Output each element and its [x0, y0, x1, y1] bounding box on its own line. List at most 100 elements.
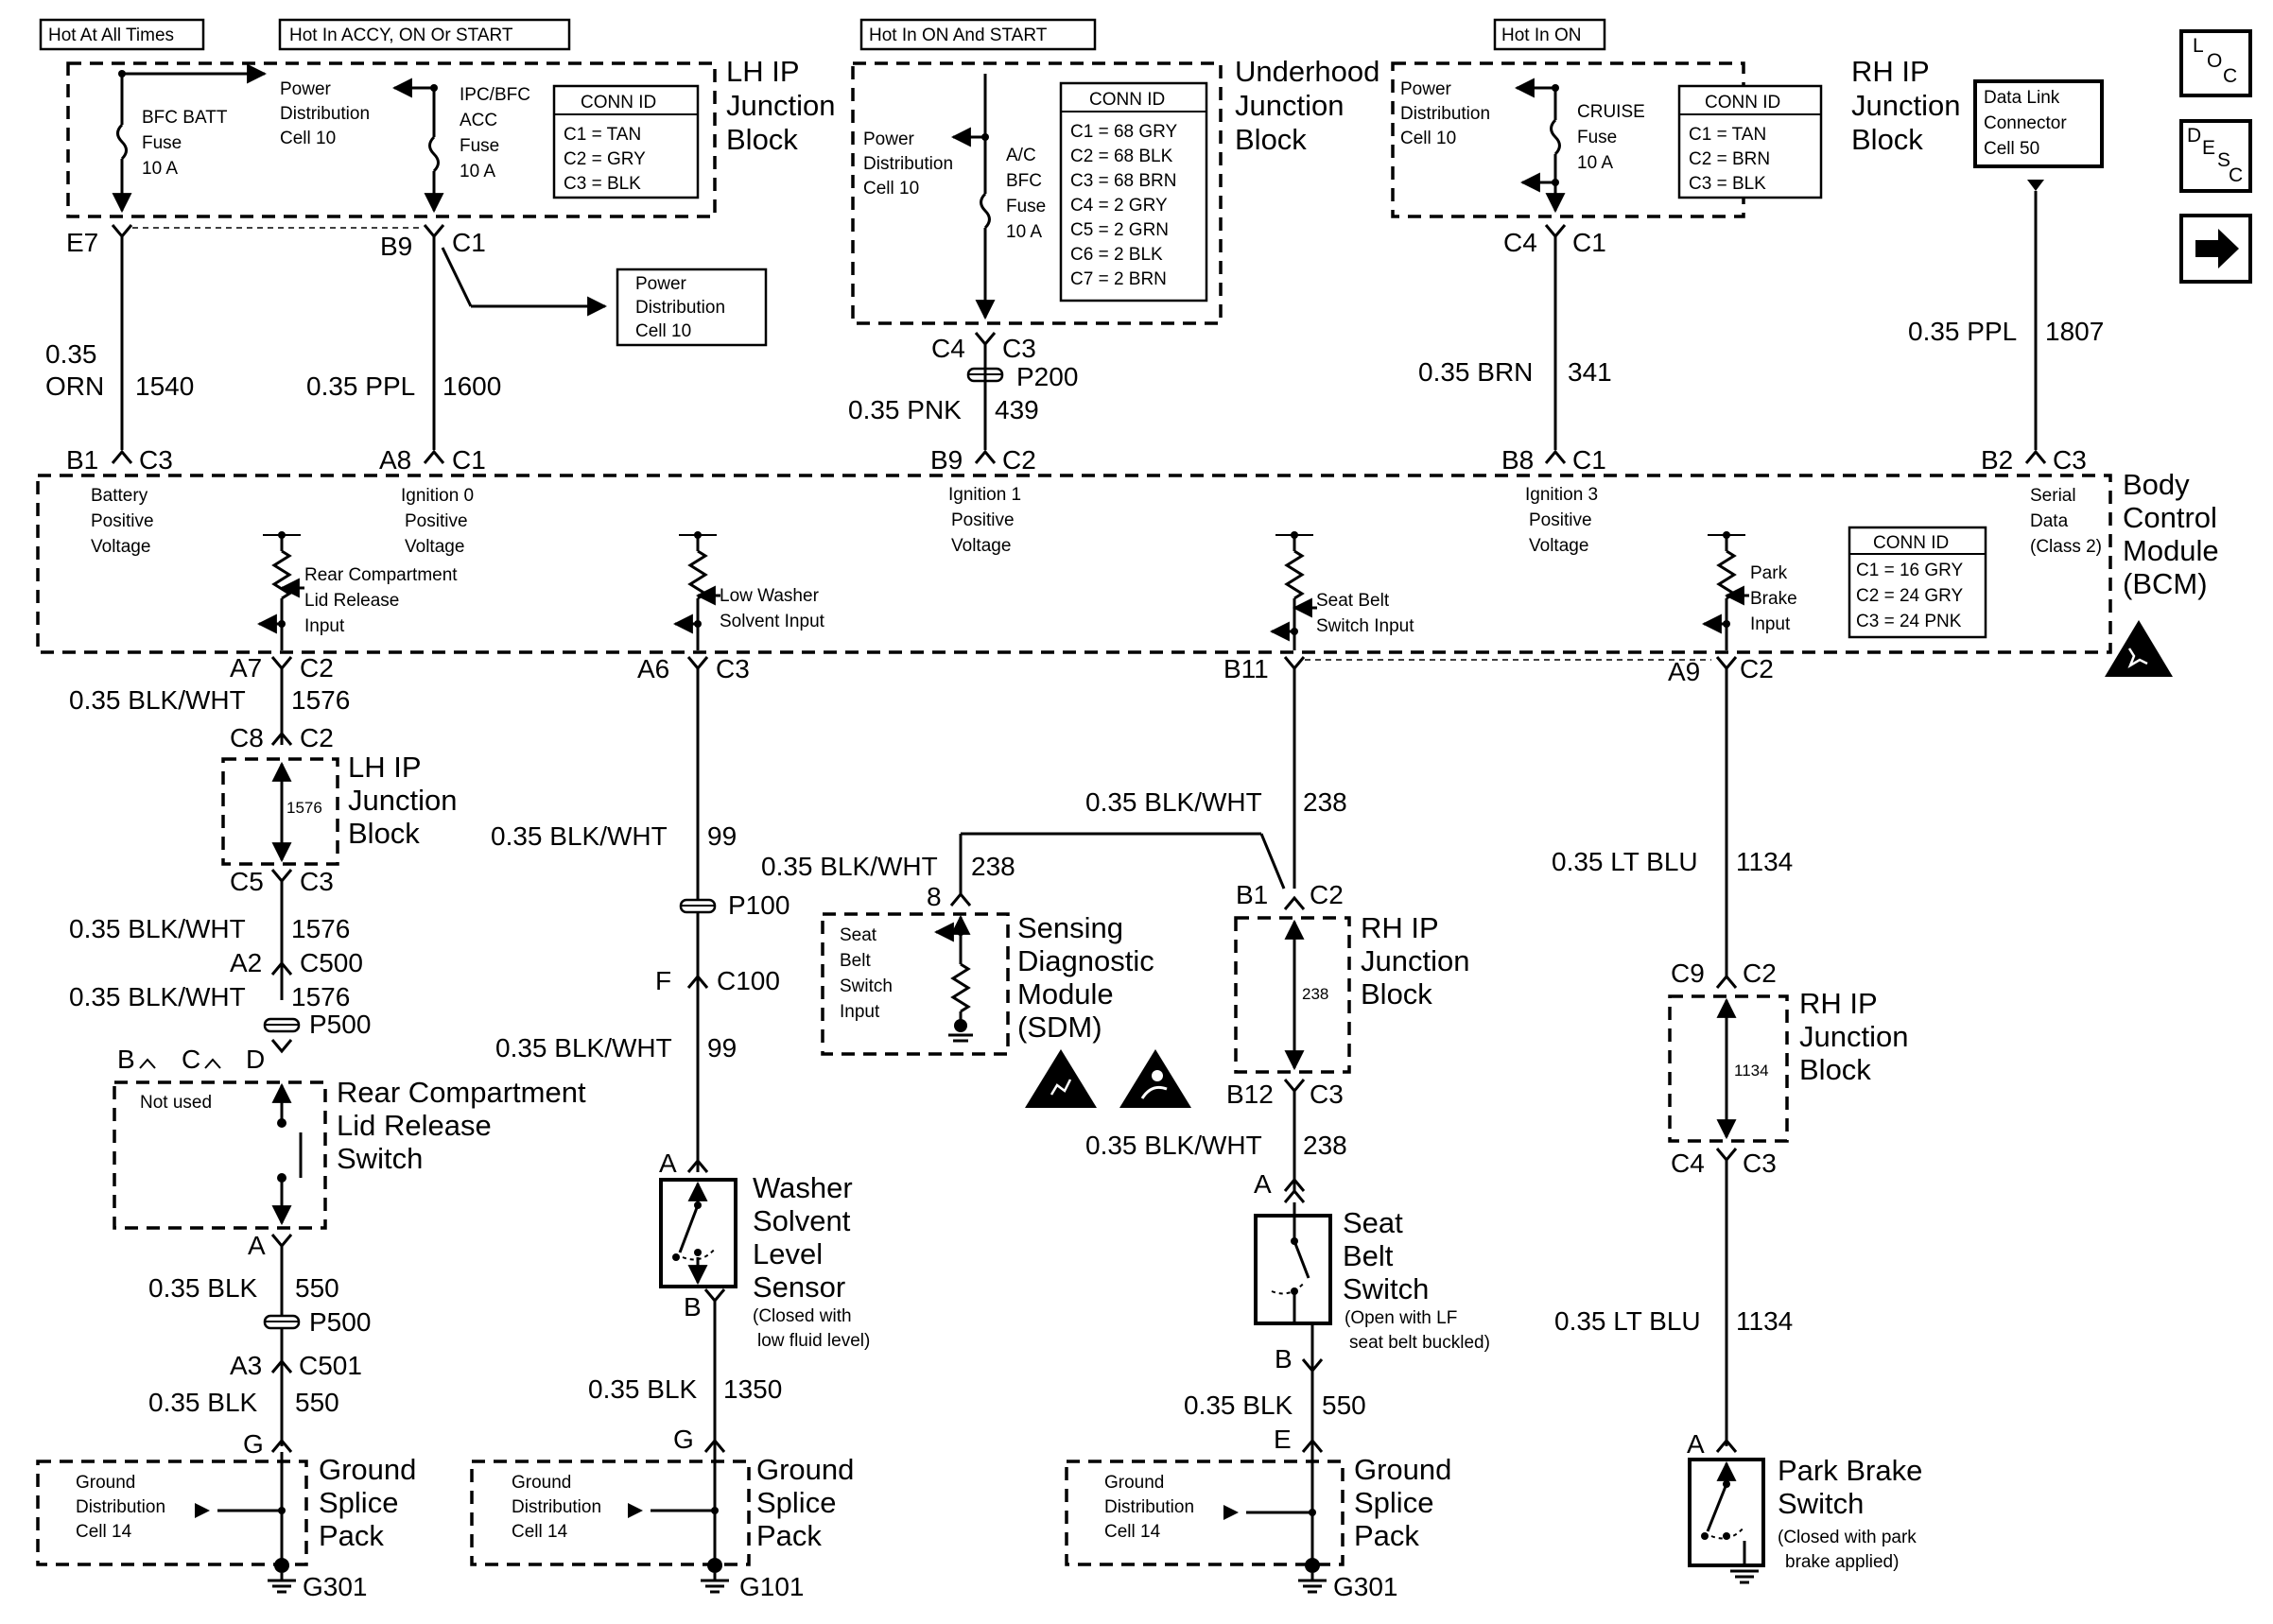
power-label-hot-at-all-times: Hot At All Times	[39, 18, 205, 51]
esd-warning-icon	[2105, 620, 2173, 677]
svg-text:0.35 BLK: 0.35 BLK	[148, 1273, 258, 1303]
svg-text:C1: C1	[1572, 228, 1606, 257]
svg-text:1576: 1576	[291, 914, 350, 943]
svg-text:A7: A7	[230, 653, 262, 682]
svg-text:P500: P500	[309, 1010, 371, 1039]
svg-text:1576: 1576	[286, 799, 322, 817]
svg-text:Seat Belt Switch Input: Seat Belt Switch Input	[1316, 591, 1414, 636]
svg-text:S: S	[2217, 149, 2230, 171]
lh-ip-block-title: LH IP Junction Block	[726, 55, 843, 156]
svg-text:B12: B12	[1226, 1080, 1274, 1109]
desc-icon[interactable]: D E S C	[2179, 119, 2252, 193]
svg-text:C3 = BLK: C3 = BLK	[564, 174, 641, 194]
svg-text:C3: C3	[2053, 445, 2087, 475]
svg-text:8: 8	[927, 882, 942, 911]
svg-text:B1: B1	[1236, 880, 1268, 909]
svg-text:C: C	[2229, 164, 2243, 186]
svg-text:C7 = 2 BRN: C7 = 2 BRN	[1070, 269, 1167, 289]
bcm-pin-labels-top: B1 C3 A8 C1 B9 C2 B8 C1 B2 C3	[66, 445, 2087, 475]
svg-text:C3: C3	[1743, 1149, 1777, 1178]
svg-text:C4: C4	[931, 334, 965, 363]
svg-text:Serial Data (Class: Serial Data (Class 2)	[2030, 486, 2102, 557]
svg-text:B9: B9	[380, 232, 412, 261]
svg-text:C3: C3	[300, 867, 334, 896]
svg-text:B2: B2	[1981, 445, 2013, 475]
svg-text:G: G	[673, 1425, 694, 1454]
cruise-fuse-icon	[1550, 118, 1561, 156]
svg-text:Washer Solvent Lev: Washer Solvent Level Sensor	[753, 1171, 860, 1304]
rh-ip-junction-block-park	[1668, 994, 1789, 1143]
svg-text:0.35 PPL: 0.35 PPL	[306, 371, 415, 401]
svg-text:99: 99	[707, 821, 737, 851]
svg-text:1807: 1807	[2045, 317, 2104, 346]
svg-text:LH IP Junction Blo: LH IP Junction Block	[348, 751, 465, 850]
ac-bfc-fuse-icon	[980, 192, 991, 230]
svg-text:0.35: 0.35	[45, 339, 97, 369]
svg-text:O: O	[2207, 50, 2222, 72]
svg-text:0.35 BLK/WHT: 0.35 BLK/WHT	[491, 821, 668, 851]
svg-text:E7: E7	[66, 228, 98, 257]
svg-text:C2: C2	[1310, 880, 1344, 909]
loc-icon[interactable]: L O C	[2179, 29, 2252, 97]
svg-text:0.35 BRN: 0.35 BRN	[1418, 357, 1533, 387]
svg-text:Hot In ON And START: Hot In ON And START	[869, 26, 1048, 45]
svg-text:A: A	[659, 1149, 677, 1178]
svg-text:0.35 BLK/WHT: 0.35 BLK/WHT	[1085, 787, 1262, 817]
p500-inline-connector-a	[263, 1017, 301, 1033]
svg-text:Battery Positive V: Battery Positive Voltage	[91, 486, 159, 557]
svg-text:CONN ID: CONN ID	[1089, 90, 1165, 110]
svg-text:550: 550	[295, 1388, 339, 1417]
svg-text:Power Distribution: Power Distribution Cell 10	[280, 79, 374, 148]
esd-warning-icon-2	[1025, 1049, 1097, 1108]
svg-text:Seat Belt Switch: Seat Belt Switch	[1343, 1206, 1429, 1305]
svg-text:Ignition 0 Positive: Ignition 0 Positive Voltage	[401, 486, 478, 557]
svg-text:C2: C2	[1740, 654, 1774, 683]
svg-text:A3: A3	[230, 1351, 262, 1380]
svg-text:Hot At All Times: Hot At All Times	[48, 26, 174, 45]
svg-text:CONN ID: CONN ID	[581, 93, 656, 112]
svg-text:Sensing Diagnostic: Sensing Diagnostic Module (SDM)	[1017, 911, 1162, 1044]
svg-text:0.35 LT BLU: 0.35 LT BLU	[1554, 1306, 1701, 1336]
svg-text:C2 = 24 GRY: C2 = 24 GRY	[1856, 586, 1964, 606]
rh-ip-conn-id-table: CONN ID C1 = TAN C2 = BRN C3 = BLK	[1677, 84, 1823, 199]
seat-belt-input-resistor	[1269, 531, 1317, 650]
svg-text:C1: C1	[1572, 445, 1606, 475]
svg-text:C5: C5	[230, 867, 264, 896]
svg-text:0.35 BLK: 0.35 BLK	[1184, 1391, 1293, 1420]
svg-text:238: 238	[1303, 1131, 1347, 1160]
svg-text:1134: 1134	[1734, 1062, 1769, 1080]
svg-text:A: A	[1687, 1429, 1705, 1459]
svg-text:B: B	[684, 1292, 702, 1322]
p500-inline-connector-b	[263, 1314, 301, 1330]
next-arrow-icon[interactable]	[2179, 214, 2252, 284]
svg-text:C3: C3	[139, 445, 173, 475]
svg-text:P100: P100	[728, 890, 789, 920]
svg-text:0.35 BLK/WHT: 0.35 BLK/WHT	[69, 685, 246, 715]
svg-text:G301: G301	[1333, 1572, 1398, 1601]
svg-text:C: C	[2223, 65, 2237, 87]
svg-text:D: D	[246, 1045, 265, 1074]
body-control-module: Body Control Module (BCM) Battery Positi…	[36, 468, 2219, 654]
svg-text:Power Distribution: Power Distribution Cell 10	[863, 130, 958, 199]
lh-ip-junction-block-top: LH IP Junction Block BFC BATT Fuse 10 A …	[66, 55, 843, 261]
svg-text:(Closed with low fluid l: (Closed with low fluid level)	[753, 1306, 870, 1351]
svg-text:0.35 BLK/WHT: 0.35 BLK/WHT	[495, 1033, 672, 1063]
svg-text:Low Washer Solvent Input: Low Washer Solvent Input	[720, 586, 825, 631]
svg-text:G: G	[243, 1429, 264, 1459]
svg-text:C4 = 2 GRY: C4 = 2 GRY	[1070, 196, 1168, 216]
svg-text:C8: C8	[230, 723, 264, 752]
rear-compartment-circuit: 0.35 BLK/WHT 1576 C8 C2 1576 LH IP Junct…	[36, 668, 586, 1601]
svg-text:B: B	[1275, 1344, 1293, 1373]
svg-text:Ground Distribution: Ground Distribution Cell 14	[512, 1473, 606, 1542]
svg-text:0.35 PPL: 0.35 PPL	[1908, 317, 2017, 346]
p100-inline-connector	[679, 898, 717, 914]
svg-text:C: C	[182, 1045, 200, 1074]
washer-solvent-circuit: 0.35 BLK/WHT 99 P100 F C100 0.35 BLK/WHT…	[470, 668, 870, 1601]
svg-text:RH IP Junction Blo: RH IP Junction Block	[1361, 911, 1478, 1011]
seat-belt-switch	[1254, 1202, 1332, 1325]
sensing-diagnostic-module: 0.35 BLK/WHT 238 8 Seat Belt Switch Inpu…	[761, 832, 1286, 1108]
svg-text:1350: 1350	[723, 1374, 782, 1404]
svg-text:C1 = TAN: C1 = TAN	[1689, 125, 1766, 145]
power-label-hot-accy-on-start: Hot In ACCY, ON Or START	[278, 18, 571, 51]
